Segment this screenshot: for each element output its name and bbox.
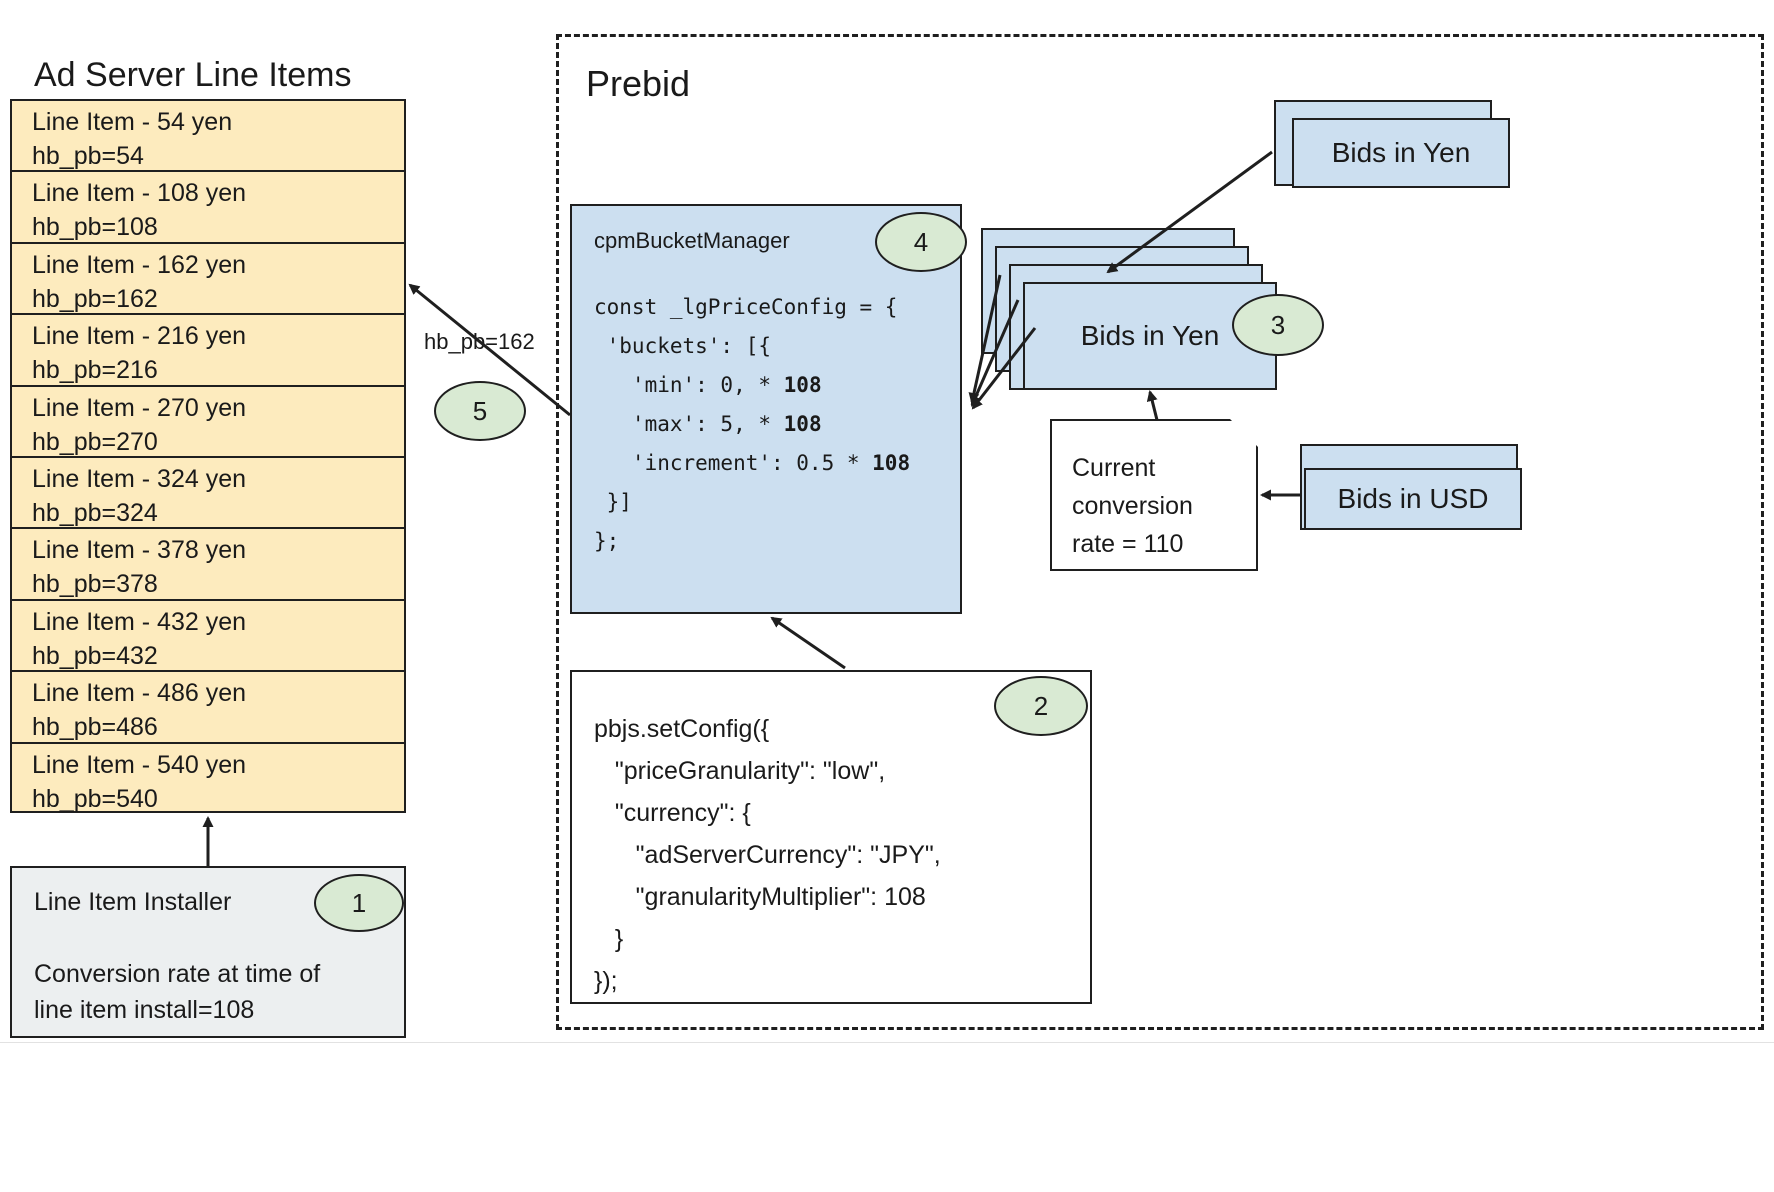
marker-2: 2	[994, 676, 1088, 736]
line-item-name: Line Item - 540 yen	[32, 750, 247, 779]
line-item-key: hb_pb=216	[32, 356, 158, 385]
cpm-bucket-manager-box: cpmBucketManager const _lgPriceConfig = …	[570, 204, 962, 614]
line-item-row[interactable]: Line Item - 378 yen hb_pb=378	[12, 529, 404, 601]
line-item-row[interactable]: Line Item - 324 yen hb_pb=324	[12, 458, 404, 530]
line-item-name: Line Item - 432 yen	[32, 607, 247, 636]
line-item-key: hb_pb=162	[32, 284, 158, 313]
bottom-divider	[0, 1042, 1774, 1043]
marker-1: 1	[314, 874, 404, 932]
line-item-key: hb_pb=108	[32, 213, 158, 242]
line-item-row[interactable]: Line Item - 432 yen hb_pb=432	[12, 601, 404, 673]
cpm-code-line: }]	[594, 490, 632, 514]
marker-4: 4	[875, 212, 967, 272]
pbjs-setconfig-code: pbjs.setConfig({ "priceGranularity": "lo…	[594, 715, 941, 995]
bids-in-usd-front: Bids in USD	[1304, 468, 1522, 530]
line-item-key: hb_pb=378	[32, 570, 158, 599]
line-item-name: Line Item - 216 yen	[32, 322, 247, 351]
cpm-code-line: 'increment': 0.5 * 108	[594, 451, 911, 475]
line-item-name: Line Item - 270 yen	[32, 393, 247, 422]
line-item-row[interactable]: Line Item - 216 yen hb_pb=216	[12, 315, 404, 387]
ad-server-line-items-title: Ad Server Line Items	[34, 56, 352, 94]
bids-in-yen-stack-label: Bids in Yen	[1080, 320, 1220, 351]
line-item-installer-note: Conversion rate at time of line item ins…	[34, 960, 321, 1024]
conversion-rate-note-text: Current conversion rate = 110	[1072, 454, 1193, 558]
prebid-region	[556, 34, 1764, 1030]
cpm-code-line: 'buckets': [{	[594, 334, 772, 358]
conversion-rate-note: Current conversion rate = 110	[1050, 419, 1258, 571]
line-item-row[interactable]: Line Item - 270 yen hb_pb=270	[12, 387, 404, 458]
bids-in-yen-incoming-front: Bids in Yen	[1292, 118, 1510, 188]
line-item-name: Line Item - 108 yen	[32, 179, 247, 208]
bids-in-usd-label: Bids in USD	[1337, 483, 1489, 514]
line-item-key: hb_pb=54	[32, 142, 144, 170]
line-item-row[interactable]: Line Item - 54 yen hb_pb=54	[12, 101, 404, 173]
line-item-name: Line Item - 324 yen	[32, 464, 247, 493]
line-item-row[interactable]: Line Item - 162 yen hb_pb=162	[12, 244, 404, 316]
line-item-row[interactable]: Line Item - 540 yen hb_pb=540	[12, 744, 404, 815]
line-item-name: Line Item - 378 yen	[32, 536, 247, 565]
line-item-name: Line Item - 54 yen	[32, 108, 233, 136]
line-item-key: hb_pb=432	[32, 641, 158, 670]
line-item-name: Line Item - 486 yen	[32, 679, 247, 708]
marker-3: 3	[1232, 294, 1324, 356]
line-item-key: hb_pb=270	[32, 427, 158, 456]
marker-5: 5	[434, 381, 526, 441]
line-item-key: hb_pb=486	[32, 713, 158, 742]
line-item-row[interactable]: Line Item - 108 yen hb_pb=108	[12, 172, 404, 244]
line-item-installer-title: Line Item Installer	[34, 888, 232, 916]
line-item-key: hb_pb=324	[32, 498, 158, 527]
cpm-code-line: 'max': 5, * 108	[594, 412, 822, 436]
prebid-title: Prebid	[586, 63, 691, 104]
cpm-bucket-manager-code: const _lgPriceConfig = { 'buckets': [{ '…	[594, 288, 910, 561]
cpm-code-line: 'min': 0, * 108	[594, 373, 822, 397]
line-item-name: Line Item - 162 yen	[32, 250, 247, 279]
cpm-bucket-manager-header: cpmBucketManager	[594, 228, 790, 253]
line-item-row[interactable]: Line Item - 486 yen hb_pb=486	[12, 672, 404, 744]
bids-in-yen-incoming-label: Bids in Yen	[1331, 137, 1471, 168]
cpm-code-line: };	[594, 529, 620, 553]
cpm-code-line: const _lgPriceConfig = {	[594, 295, 898, 319]
line-item-key: hb_pb=540	[32, 784, 158, 813]
hb-pb-edge-label: hb_pb=162	[424, 329, 535, 354]
